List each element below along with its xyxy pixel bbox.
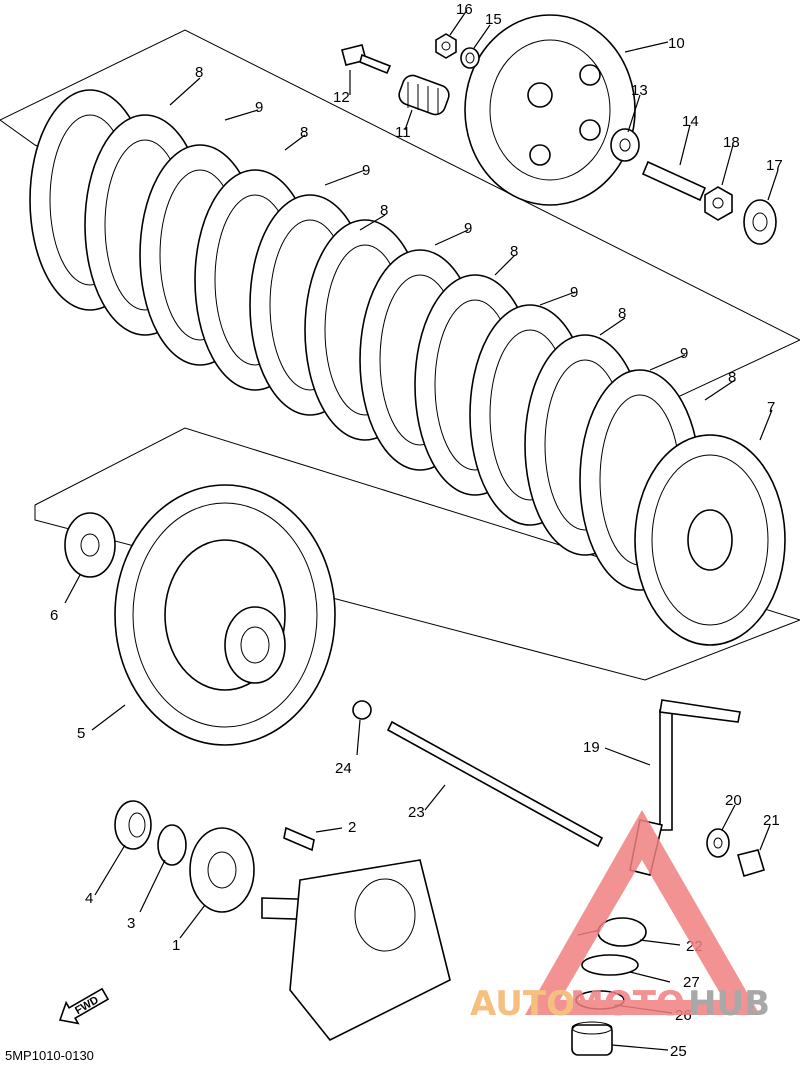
- label-part-25: 25: [670, 1043, 687, 1060]
- thrust-washer: [64, 512, 116, 578]
- washer-13: [610, 128, 640, 162]
- ball: [352, 700, 372, 720]
- label-part-8b: 8: [300, 124, 308, 141]
- label-part-8a: 8: [195, 64, 203, 81]
- label-part-8f: 8: [728, 369, 736, 386]
- label-part-5: 5: [77, 725, 85, 742]
- crankshaft: [261, 859, 451, 1042]
- label-part-8c: 8: [380, 202, 388, 219]
- lock-washer-17: [743, 199, 777, 245]
- label-part-12: 12: [333, 89, 350, 106]
- label-part-11: 11: [395, 124, 411, 141]
- label-part-19: 19: [583, 739, 600, 756]
- nut-16: [435, 33, 457, 59]
- washer-15: [460, 47, 480, 69]
- label-part-1: 1: [172, 937, 180, 954]
- upper-group-outline: [0, 29, 800, 411]
- label-part-8e: 8: [618, 305, 626, 322]
- watermark-text-auto: AUTO: [470, 984, 575, 1024]
- label-part-27: 27: [683, 974, 700, 991]
- clutch-spring: [398, 74, 450, 116]
- label-part-9c: 9: [464, 220, 472, 237]
- label-part-16: 16: [456, 1, 473, 18]
- watermark-triangle-logo: [525, 810, 760, 1015]
- label-part-10: 10: [668, 35, 685, 52]
- label-part-6: 6: [50, 607, 58, 624]
- washer-3: [157, 824, 187, 866]
- label-part-3: 3: [127, 915, 135, 932]
- label-part-17: 17: [766, 157, 783, 174]
- automotohub-watermark: AUTO MOTO HUB: [470, 810, 770, 1024]
- lower-group-outline: [34, 427, 800, 681]
- bolt-21: [737, 849, 765, 877]
- leader-lines: [64, 9, 779, 1051]
- nut-18: [704, 186, 733, 221]
- part-labels: 8 9 8 9 8 9 8 9 8 9 8 7 10 12 11 13 14 1…: [50, 1, 783, 1060]
- label-part-24: 24: [335, 760, 352, 777]
- watermark-text-hub: HUB: [688, 984, 770, 1024]
- diagram-code: 5MP1010-0130: [5, 1048, 94, 1063]
- push-rod-long: [386, 720, 604, 848]
- spring-bolt: [341, 44, 392, 75]
- label-part-13: 13: [631, 82, 648, 99]
- label-part-2: 2: [348, 819, 356, 836]
- label-part-18: 18: [723, 134, 740, 151]
- primary-driven-gear: [114, 484, 336, 746]
- washer-20: [706, 828, 730, 858]
- bushing-25: [571, 1021, 613, 1056]
- label-part-14: 14: [682, 113, 699, 130]
- clutch-boss: [634, 434, 786, 646]
- key-2: [283, 826, 315, 852]
- label-part-8d: 8: [510, 243, 518, 260]
- label-part-21: 21: [763, 812, 780, 829]
- label-part-7: 7: [767, 399, 775, 416]
- label-part-9a: 9: [255, 99, 263, 116]
- circlip-27: [581, 954, 639, 976]
- fwd-arrow: FWD: [58, 987, 110, 1025]
- label-part-4: 4: [85, 890, 93, 907]
- label-part-20: 20: [725, 792, 742, 809]
- collar-4: [114, 800, 152, 850]
- gear-1: [189, 827, 255, 913]
- pressure-plate: [464, 14, 636, 206]
- fwd-label: FWD: [73, 994, 101, 1017]
- label-part-9e: 9: [680, 345, 688, 362]
- label-part-9b: 9: [362, 162, 370, 179]
- label-part-23: 23: [408, 804, 425, 821]
- push-rod-14: [641, 160, 707, 202]
- watermark-text-moto: MOTO: [570, 984, 685, 1024]
- label-part-9d: 9: [570, 284, 578, 301]
- label-part-15: 15: [485, 11, 502, 28]
